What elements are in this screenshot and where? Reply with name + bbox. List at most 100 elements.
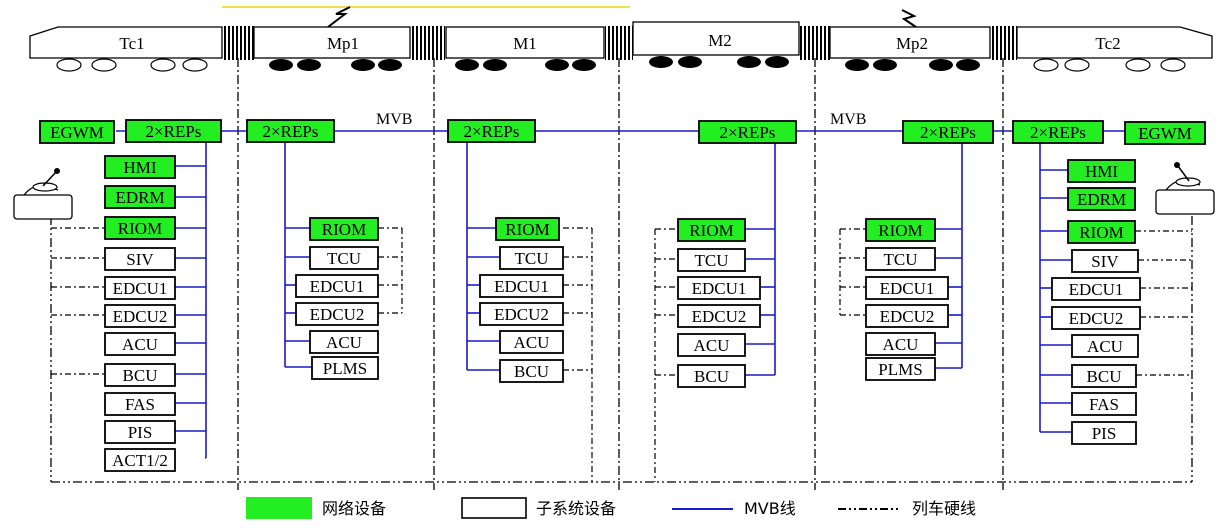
subsystem-edcu2-mp1-rect <box>295 302 379 326</box>
wheel-icon <box>378 59 402 71</box>
gateway-egwm-tc2: EGWM <box>1124 121 1206 145</box>
subsystem-edcu1-mp1-label: EDCU1 <box>310 277 365 296</box>
subsystem-tcu-m2-label: TCU <box>695 251 729 270</box>
wheel-icon <box>351 59 375 71</box>
subsystem-edcu1-mp1: EDCU1 <box>295 274 379 298</box>
gateway-egwm-tc1-rect <box>39 120 115 144</box>
subsystem-tcu-m1-label: TCU <box>515 249 549 268</box>
network-device-riom-tc2-label: RIOM <box>1079 223 1123 242</box>
subsystem-acu-m2-label: ACU <box>694 336 730 355</box>
subsystem-fas-tc1-label: FAS <box>125 395 155 414</box>
wheels <box>56 56 1186 72</box>
subsystem-plms-mp1-rect <box>311 356 379 380</box>
subsystem-edcu2-m1: EDCU2 <box>479 302 564 326</box>
pantograph-icon <box>327 6 351 28</box>
subsystem-edcu2-tc2: EDCU2 <box>1051 306 1141 330</box>
rep-box-m2-rect <box>698 120 797 144</box>
subsystem-fas-tc2-rect <box>1071 392 1137 416</box>
network-device-riom-m1-rect <box>495 217 560 241</box>
subsystem-acu-mp2: ACU <box>865 332 936 356</box>
network-device-edrm-tc1: EDRM <box>104 185 176 209</box>
subsystem-pis-tc1: PIS <box>104 420 176 444</box>
subsystem-edcu2-mp2: EDCU2 <box>865 304 949 328</box>
network-device-riom-m2: RIOM <box>677 218 746 242</box>
wheel-icon <box>91 58 117 72</box>
wheel-icon <box>929 59 953 71</box>
subsystem-fas-tc2: FAS <box>1071 392 1137 416</box>
hardwire-loop <box>50 216 1193 483</box>
wheel-icon <box>845 59 869 71</box>
wheel-icon <box>56 58 82 72</box>
wheel-icon <box>1160 58 1186 72</box>
network-device-hmi-tc1-label: HMI <box>123 158 156 177</box>
rep-box-mp2: 2×REPs <box>902 120 994 144</box>
gangway-icon <box>991 26 1017 60</box>
wheel-icon <box>737 56 761 68</box>
rep-box-m2-label: 2×REPs <box>720 123 776 142</box>
network-device-edrm-tc2-label: EDRM <box>1077 190 1126 209</box>
subsystem-edcu2-tc1: EDCU2 <box>104 304 176 328</box>
subsystem-acu-tc1-rect <box>104 332 176 356</box>
rep-box-mp1: 2×REPs <box>246 119 335 143</box>
car-label: Mp1 <box>327 34 359 53</box>
subsystem-edcu2-tc2-rect <box>1051 306 1141 330</box>
network-device-hmi-tc2: HMI <box>1067 159 1136 183</box>
subsystem-edcu1-tc1-rect <box>104 276 176 300</box>
subsystem-edcu2-m1-label: EDCU2 <box>494 305 549 324</box>
gateway-egwm-tc2-rect <box>1124 121 1206 145</box>
rep-box-tc2: 2×REPs <box>1012 120 1104 144</box>
wheel-icon <box>956 59 980 71</box>
gateway-egwm-tc1-label: EGWM <box>50 123 104 142</box>
car-tc1: Tc1 <box>29 26 223 59</box>
mvb-label: MVB <box>376 111 412 128</box>
rep-box-m2: 2×REPs <box>698 120 797 144</box>
subsystem-plms-mp2-label: PLMS <box>878 360 922 379</box>
subsystem-edcu2-tc1-label: EDCU2 <box>113 307 168 326</box>
network-device-riom-m1: RIOM <box>495 217 560 241</box>
subsystem-edcu1-mp2-label: EDCU1 <box>880 279 935 298</box>
mvb-lines <box>116 130 1129 459</box>
gateway-egwm-tc1: EGWM <box>39 120 115 144</box>
legend-subsystem-swatch <box>461 497 527 519</box>
wheel-icon <box>873 59 897 71</box>
car-mp1: Mp1 <box>253 26 411 59</box>
mvb-label: MVB <box>830 111 866 128</box>
subsystem-edcu1-m2: EDCU1 <box>677 276 761 300</box>
network-device-riom-m2-label: RIOM <box>689 221 733 240</box>
network-device-hmi-tc2-rect <box>1067 159 1136 183</box>
subsystem-acu-m2-rect <box>677 333 746 357</box>
network-device-edrm-tc2: EDRM <box>1067 187 1136 211</box>
network-device-riom-mp1-rect <box>309 217 379 241</box>
subsystem-bcu-m1-label: BCU <box>514 362 549 381</box>
subsystem-fas-tc1: FAS <box>104 392 176 416</box>
network-device-riom-tc1-label: RIOM <box>118 219 162 238</box>
wheel-icon <box>678 56 702 68</box>
gangway-icon <box>800 26 830 60</box>
car-boundaries <box>237 58 1004 490</box>
subsystem-siv-tc2-rect <box>1071 249 1139 273</box>
subsystem-tcu-m2: TCU <box>677 248 746 272</box>
subsystem-acu-tc2-rect <box>1071 334 1139 358</box>
rep-box-mp1-label: 2×REPs <box>263 122 319 141</box>
subsystem-tcu-m1-rect <box>499 246 564 270</box>
subsystem-edcu2-m2: EDCU2 <box>677 304 761 328</box>
legend-subsystem-label: 子系统设备 <box>536 499 616 518</box>
network-device-hmi-tc2-label: HMI <box>1085 162 1118 181</box>
rep-box-mp2-label: 2×REPs <box>920 123 976 142</box>
subsystem-pis-tc2: PIS <box>1071 421 1137 445</box>
subsystem-plms-mp1-label: PLMS <box>323 359 367 378</box>
network-device-riom-mp2-rect <box>865 218 936 242</box>
network-device-riom-tc1-rect <box>104 216 176 240</box>
subsystem-bcu-m1-rect <box>499 359 564 383</box>
legend-network-swatch <box>246 497 312 519</box>
subsystem-plms-mp2: PLMS <box>865 357 936 381</box>
subsystem-acu-mp1-rect <box>309 330 379 354</box>
gateway-egwm-tc2-label: EGWM <box>1138 124 1192 143</box>
wheel-icon <box>765 56 789 68</box>
subsystem-siv-tc1-label: SIV <box>126 250 154 269</box>
subsystem-pis-tc2-label: PIS <box>1092 424 1117 443</box>
rep-box-tc2-label: 2×REPs <box>1030 123 1086 142</box>
subsystem-bcu-m2: BCU <box>677 364 746 388</box>
subsystem-bcu-tc2-rect <box>1071 364 1137 388</box>
subsystem-edcu1-m1-label: EDCU1 <box>494 277 549 296</box>
